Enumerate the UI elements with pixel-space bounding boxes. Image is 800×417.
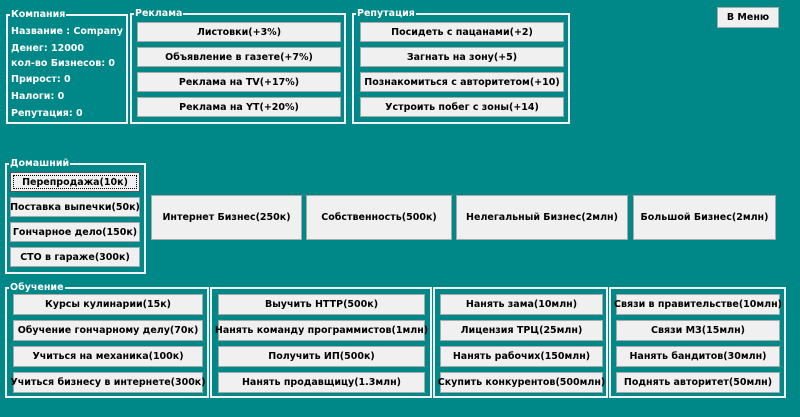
edu-internet-business-button[interactable]: Учиться бизнесу в интернете(300к)	[10, 372, 206, 393]
internet-business-button[interactable]: Интернет Бизнес(250к)	[151, 195, 302, 240]
home-group: Домашний Перепродажа(10к) Поставка выпеч…	[5, 158, 146, 274]
edu-ip-button[interactable]: Получить ИП(500к)	[218, 346, 425, 367]
rep-jail-button[interactable]: Загнать на зону(+5)	[360, 47, 564, 67]
edu-programmers-button[interactable]: Нанять команду программистов(1млн)	[215, 320, 428, 341]
company-group-title: Компания	[10, 9, 67, 21]
education-col4-group: Связи в правительстве(10млн) Связи МЗ(15…	[609, 287, 786, 398]
edu-http-button[interactable]: Выучить HTTP(500к)	[218, 294, 425, 315]
education-col2-group: Выучить HTTP(500к) Нанять команду програ…	[210, 287, 432, 398]
company-name: Название : Company	[11, 26, 123, 37]
education-group: Обучение Курсы кулинарии(15к) Обучение г…	[5, 282, 209, 398]
home-garage-button[interactable]: СТО в гараже(300к)	[10, 247, 140, 267]
edu-pottery-button[interactable]: Обучение гончарному делу(70к)	[13, 320, 203, 341]
education-col3-group: Нанять зама(10млн) Лицензия ТРЦ(25млн) Н…	[433, 287, 608, 398]
ads-group-title: Реклама	[134, 8, 184, 20]
edu-workers-button[interactable]: Нанять рабочих(150млн)	[440, 346, 603, 367]
property-button[interactable]: Собственность(500к)	[306, 195, 452, 240]
reputation-group: Репутация Посидеть с пацанами(+2) Загнат…	[352, 8, 570, 124]
menu-button[interactable]: В Меню	[717, 7, 779, 28]
edu-bandits-button[interactable]: Нанять бандитов(30млн)	[616, 346, 780, 367]
rep-authority-button[interactable]: Познакомиться с авторитетом(+10)	[360, 72, 564, 92]
illegal-business-button[interactable]: Нелегальный Бизнес(2млн)	[456, 195, 628, 240]
edu-mechanic-button[interactable]: Учиться на механика(100к)	[13, 346, 203, 367]
rep-hangout-button[interactable]: Посидеть с пацанами(+2)	[360, 22, 564, 42]
home-bakery-button[interactable]: Поставка выпечки(50к)	[10, 197, 140, 217]
company-money: Денег: 12000	[11, 43, 85, 54]
education-group-title: Обучение	[9, 282, 65, 294]
home-resale-button[interactable]: Перепродажа(10к)	[10, 172, 140, 192]
ads-group: Реклама Листовки(+3%) Объявление в газет…	[130, 8, 346, 124]
home-pottery-button[interactable]: Гончарное дело(150к)	[10, 222, 140, 242]
ads-newspaper-button[interactable]: Объявление в газете(+7%)	[137, 47, 341, 67]
reputation-group-title: Репутация	[356, 8, 416, 20]
big-business-button[interactable]: Большой Бизнес(2млн)	[633, 195, 776, 240]
edu-mall-license-button[interactable]: Лицензия ТРЦ(25млн)	[440, 320, 603, 341]
edu-deputy-button[interactable]: Нанять зама(10млн)	[440, 294, 603, 315]
company-reputation: Репутация: 0	[11, 108, 83, 119]
company-taxes: Налоги: 0	[11, 91, 65, 102]
rep-escape-button[interactable]: Устроить побег с зоны(+14)	[360, 97, 564, 117]
ads-youtube-button[interactable]: Реклама на YT(+20%)	[137, 97, 341, 117]
ads-tv-button[interactable]: Реклама на TV(+17%)	[137, 72, 341, 92]
company-business-count: кол-во Бизнесов: 0	[11, 58, 116, 69]
ads-leaflets-button[interactable]: Листовки(+3%)	[137, 22, 341, 42]
company-growth: Прирост: 0	[11, 74, 71, 85]
company-group: Компания Название : Company Денег: 12000…	[6, 9, 128, 124]
home-group-title: Домашний	[9, 158, 71, 170]
edu-seller-button[interactable]: Нанять продавщицу(1.3млн)	[218, 372, 425, 393]
edu-mz-button[interactable]: Связи МЗ(15млн)	[616, 320, 780, 341]
edu-government-button[interactable]: Связи в правительстве(10млн)	[614, 294, 782, 315]
edu-competitors-button[interactable]: Скупить конкурентов(500млн)	[438, 372, 605, 393]
edu-authority-button[interactable]: Поднять авторитет(50млн)	[616, 372, 780, 393]
edu-cooking-button[interactable]: Курсы кулинарии(15к)	[13, 294, 203, 315]
